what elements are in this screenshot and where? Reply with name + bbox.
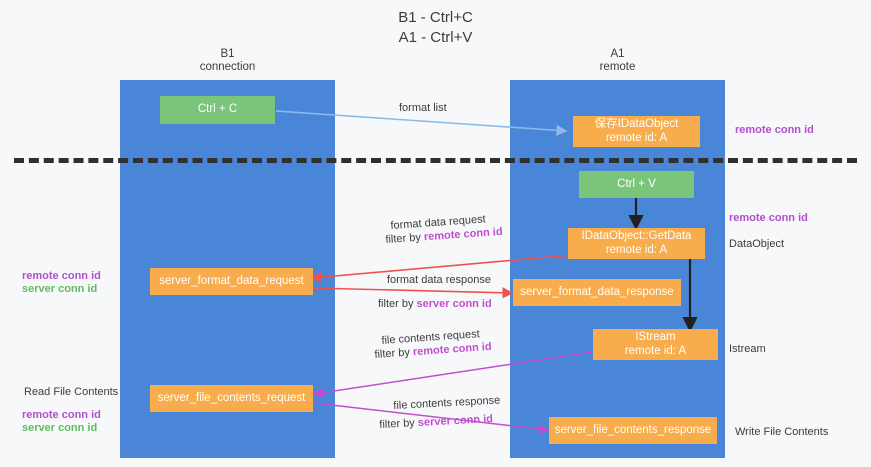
- right-label-remote-conn-id-top: remote conn id: [735, 124, 814, 136]
- filter-key-remote-conn-id: remote conn id: [412, 340, 492, 359]
- node-save-idataobject-line1: 保存IDataObject: [594, 118, 679, 130]
- node-server-file-contents-request-label: server_file_contents_request: [157, 391, 306, 404]
- left-label-read-file-contents: Read File Contents: [24, 386, 119, 398]
- node-server-file-contents-response[interactable]: server_file_contents_response: [549, 417, 717, 444]
- left-label-remote-conn-id-bottom: remote conn id: [22, 409, 101, 421]
- node-server-format-data-request-label: server_format_data_request: [159, 274, 304, 287]
- filter-prefix: filter by: [378, 298, 417, 310]
- filter-key-server-conn-id: server conn id: [416, 298, 492, 310]
- node-ctrl-c[interactable]: Ctrl + C: [160, 96, 275, 124]
- left-label-remote-conn-id-mid: remote conn id: [22, 270, 101, 282]
- edge-label-file-contents-response-filter: filter by server conn id: [379, 412, 493, 433]
- left-label-server-conn-id-mid: server conn id: [22, 283, 98, 295]
- right-label-dataobject: DataObject: [729, 238, 785, 250]
- lane-title-a1: A1 remote: [599, 48, 636, 73]
- phase-divider: [14, 158, 857, 163]
- node-getdata-line2: remote id: A: [605, 243, 668, 256]
- right-label-remote-conn-id-mid: remote conn id: [729, 212, 808, 224]
- node-getdata-line1: IDataObject::GetData: [581, 230, 692, 242]
- filter-prefix: filter by: [379, 416, 419, 431]
- filter-prefix: filter by: [374, 346, 414, 361]
- edge-label-format-list: format list: [399, 102, 447, 114]
- filter-key-remote-conn-id: remote conn id: [423, 225, 503, 244]
- lane-title-b1: B1 connection: [199, 48, 256, 73]
- node-server-format-data-response-label: server_format_data_response: [520, 285, 674, 298]
- page-title: B1 - Ctrl+C A1 - Ctrl+V: [398, 9, 473, 46]
- node-istream-line2: remote id: A: [624, 344, 687, 357]
- node-ctrl-c-label: Ctrl + C: [197, 103, 238, 116]
- edge-label-file-contents-response: file contents response: [393, 393, 501, 414]
- right-label-istream: Istream: [729, 343, 766, 355]
- left-label-server-conn-id-bottom: server conn id: [22, 422, 98, 434]
- node-istream-line1: IStream: [635, 331, 676, 343]
- edge-label-file-contents-response-text: file contents response: [393, 394, 501, 412]
- node-istream[interactable]: IStream remote id: A: [593, 329, 718, 360]
- node-server-format-data-response[interactable]: server_format_data_response: [513, 279, 681, 306]
- node-server-file-contents-request[interactable]: server_file_contents_request: [150, 385, 313, 412]
- node-server-file-contents-response-label: server_file_contents_response: [554, 423, 712, 436]
- edge-label-format-data-response: format data response: [387, 274, 491, 286]
- filter-key-server-conn-id: server conn id: [417, 413, 494, 429]
- filter-prefix: filter by: [385, 231, 425, 246]
- edge-label-format-data-response-filter: filter by server conn id: [378, 297, 492, 312]
- node-server-format-data-request[interactable]: server_format_data_request: [150, 268, 313, 295]
- node-ctrl-v-label: Ctrl + V: [617, 177, 656, 190]
- node-save-idataobject[interactable]: 保存IDataObject remote id: A: [573, 116, 700, 147]
- node-save-idataobject-line2: remote id: A: [605, 131, 668, 144]
- node-idataobject-getdata[interactable]: IDataObject::GetData remote id: A: [568, 228, 705, 259]
- right-label-write-file-contents: Write File Contents: [735, 426, 829, 438]
- node-ctrl-v[interactable]: Ctrl + V: [579, 171, 694, 198]
